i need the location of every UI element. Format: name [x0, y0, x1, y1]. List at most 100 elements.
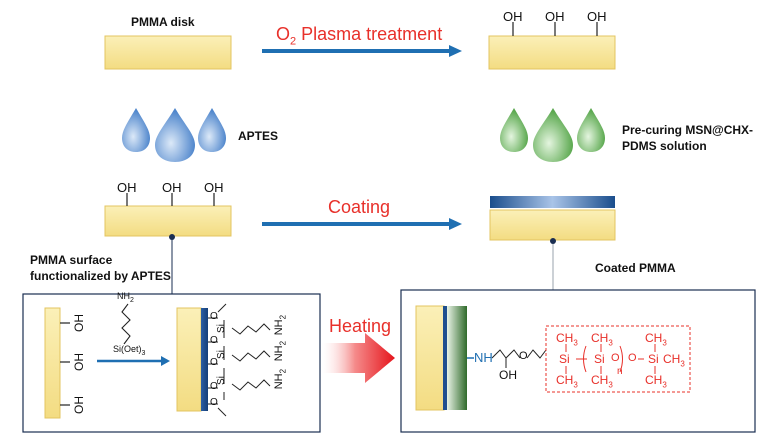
oh-label-5: OH [162, 180, 182, 195]
nh2-text: NH [117, 291, 130, 301]
si-red-2: Si [594, 352, 605, 366]
ch3-top-1: CH3 [556, 331, 578, 347]
heating-label: Heating [329, 316, 392, 336]
o2-symbol: O [276, 24, 291, 44]
oh-side-label-2: OH [72, 353, 86, 371]
reaction-arrow-head [161, 356, 170, 366]
o-label-4: O [210, 381, 218, 392]
si-red-1: Si [559, 352, 570, 366]
si-oet-label: Si(Oet)3 [113, 344, 145, 357]
pmma-disk-3 [104, 205, 232, 237]
ch3-text: CH [645, 373, 663, 387]
oh-label-6: OH [204, 180, 224, 195]
connector-dot-left [169, 234, 175, 240]
oh-side-label-3: OH [72, 396, 86, 414]
oh-label-1: OH [503, 9, 523, 24]
nh2-end-label-1: NH2 [273, 315, 287, 335]
coating-arrow-head [449, 218, 462, 230]
drop-icon [577, 108, 605, 152]
aptes-drops [122, 108, 226, 162]
si-label-1: Si [215, 324, 227, 333]
si-red-3: Si [648, 352, 659, 366]
nh2-subscript: 2 [130, 296, 134, 304]
pmma-disk-2 [488, 35, 616, 70]
oh-label-3: OH [587, 9, 607, 24]
oh-bonds-mid [126, 193, 215, 206]
ch3-text: CH [556, 331, 574, 345]
drop-icon [122, 108, 150, 152]
blue-layer-right [443, 306, 447, 410]
ch3-text: CH [591, 331, 609, 345]
o-label-1: O [210, 311, 218, 322]
ch3-sub: 3 [573, 338, 578, 348]
o-label-5: O [210, 397, 218, 408]
o-red-1: O [611, 352, 620, 364]
drop-icon [198, 108, 226, 152]
ch3-text: CH [663, 352, 681, 366]
drop-icon [500, 108, 528, 152]
plasma-arrow-head [449, 45, 462, 57]
linker-oh-label: OH [499, 368, 517, 382]
ch3-sub: 3 [608, 338, 613, 348]
oh-side-label-1: OH [72, 314, 86, 332]
oh-side-bonds [60, 322, 70, 406]
drop-icon [533, 108, 573, 162]
coated-disk [489, 209, 616, 241]
ch3-sub: 3 [608, 380, 613, 390]
plasma-text: Plasma treatment [296, 24, 443, 44]
ch3-sub: 3 [662, 380, 667, 390]
plasma-treatment-label: O2 Plasma treatment [276, 24, 443, 50]
pmma-slab-left [44, 307, 61, 419]
ch3-sub: 3 [680, 359, 685, 369]
si-oet-subscript: 3 [141, 349, 146, 357]
ch3-top-2: CH3 [591, 331, 613, 347]
oh-label-2: OH [545, 9, 565, 24]
pmma-surface-line2: functionalized by APTES [30, 269, 171, 283]
pmma-slab-right [415, 305, 445, 411]
aptes-chain [121, 303, 131, 345]
pmma-surface-label: PMMA surface functionalized by APTES [30, 252, 171, 284]
drop-icon [155, 108, 195, 162]
silane-chains [208, 303, 271, 417]
coating-layer [490, 196, 615, 208]
coated-pmma-label: Coated PMMA [595, 261, 676, 275]
ch3-bot-1: CH3 [556, 373, 578, 389]
ch3-text: CH [556, 373, 574, 387]
aptes-label: APTES [238, 129, 279, 143]
precuring-label: Pre-curing MSN@CHX- PDMS solution [622, 122, 753, 154]
nh2-end-text: NH [273, 373, 286, 390]
linker-chain-2 [526, 349, 547, 359]
aptes-detail-box [22, 293, 321, 433]
pmma-disk-label: PMMA disk [131, 15, 195, 29]
ch3-sub: 3 [662, 338, 667, 348]
green-layer [447, 306, 467, 410]
o-label-2: O [210, 335, 218, 346]
nh2-end-text: NH [273, 345, 286, 362]
nh2-end-label-2: NH2 [273, 341, 287, 361]
ch3-right: CH3 [663, 352, 685, 368]
ch3-text: CH [591, 373, 609, 387]
nh2-end-text: NH [273, 319, 286, 336]
msn-drops [500, 108, 605, 162]
ch3-sub: 3 [573, 380, 578, 390]
pmma-surface-line1: PMMA surface [30, 253, 113, 267]
ch3-top-3: CH3 [645, 331, 667, 347]
aptes-nh2-label: NH2 [117, 291, 134, 304]
n-red: n [617, 366, 623, 377]
nh2-end-sub: 2 [278, 314, 288, 320]
precuring-line2: PDMS solution [622, 139, 707, 153]
linker-o-label: O [519, 350, 528, 362]
oh-bonds-top [512, 22, 598, 36]
si-oet-text: Si(Oet) [113, 344, 142, 354]
heating-arrow [322, 333, 395, 383]
o2-subscript: 2 [290, 35, 297, 48]
nh2-end-sub: 2 [278, 340, 288, 346]
pmma-slab-functional [176, 307, 202, 412]
nh-label: NH [474, 350, 493, 365]
blue-functional-layer [201, 308, 208, 411]
pmma-disk-1 [104, 35, 232, 70]
precuring-line1: Pre-curing MSN@CHX- [622, 123, 754, 137]
nh2-end-sub: 2 [278, 368, 288, 374]
